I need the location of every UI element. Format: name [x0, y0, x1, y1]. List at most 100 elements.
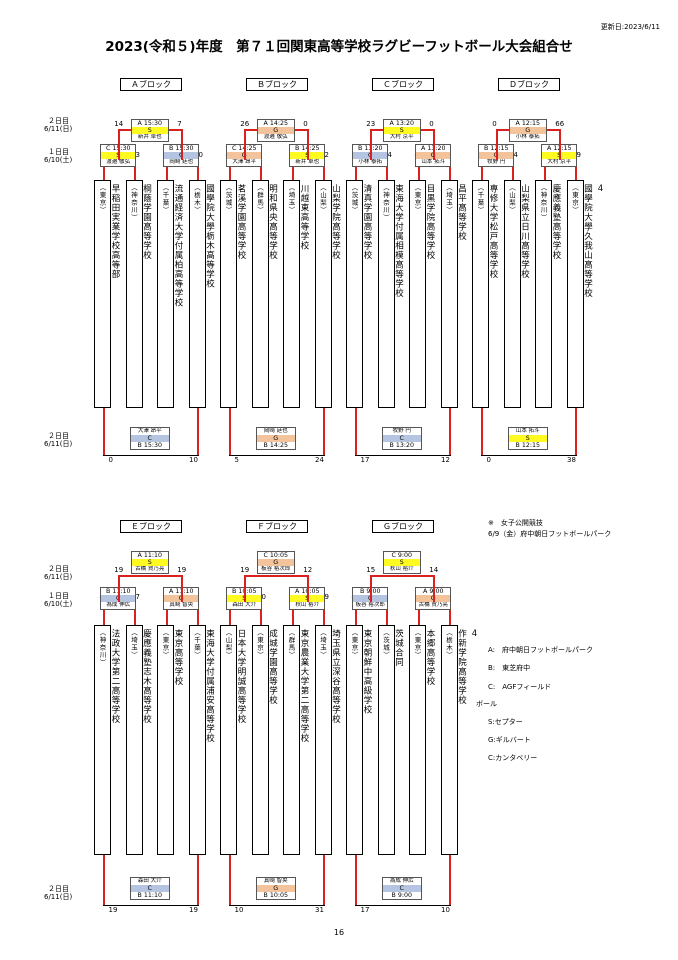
- score: 12: [303, 566, 313, 574]
- team-column[interactable]: 1清真学園高等学校（茨城）: [346, 180, 385, 408]
- team-name: 桐蔭学園高等学校: [141, 184, 152, 260]
- team-prefecture: （東京）: [413, 184, 421, 214]
- score: 15: [366, 566, 376, 574]
- team-prefecture: （東京）: [98, 184, 106, 214]
- team-prefecture: （埼玉）: [444, 184, 453, 214]
- team-name: 山梨県立日川高等学校: [519, 184, 530, 279]
- score: 10: [441, 906, 450, 914]
- team-prefecture: （埼玉）: [129, 629, 138, 659]
- score: 17: [360, 456, 370, 464]
- team-name: 東京高等学校: [173, 629, 183, 686]
- score: 12: [441, 456, 450, 464]
- team-name: 清真学園高等学校: [362, 184, 372, 260]
- team-name: 法政大学第二高等学校: [110, 629, 120, 724]
- score: 0: [429, 120, 434, 128]
- team-column[interactable]: 3流通経済大学付属柏高等学校（千葉）: [157, 180, 196, 408]
- team-column[interactable]: 4埼玉県立深谷高等学校（埼玉）: [314, 625, 354, 855]
- team-column[interactable]: 3東京高等学校（東京）: [157, 625, 196, 855]
- block-header: Ｃブロック: [372, 78, 434, 91]
- team-name: 川越東高等学校: [299, 184, 309, 251]
- day1-date: 6/10(土): [44, 156, 73, 164]
- page-title: 2023(令和５)年度 第７１回関東高等学校ラグビーフットボール大会組合せ: [105, 39, 573, 55]
- team-name: 東海大学付属相模高等学校: [393, 184, 404, 298]
- team-column[interactable]: 1早稲田実業学校高等部（東京）: [94, 180, 133, 408]
- team-prefecture: （埼玉）: [287, 184, 295, 214]
- score: 10: [234, 906, 244, 914]
- score: 14: [114, 120, 124, 128]
- team-prefecture: （東京）: [350, 629, 358, 659]
- ball-g: G:ギルバート: [488, 736, 531, 744]
- team-column[interactable]: 4國學院大學栃木高等学校（栃木）: [188, 180, 228, 408]
- team-column[interactable]: 4山梨学院高等学校（山梨）: [314, 180, 354, 408]
- team-column[interactable]: 1法政大学第二高等学校（神奈川）: [94, 625, 133, 855]
- team-prefecture: （東京）: [570, 184, 579, 214]
- women-note: ※ 女子公開競技: [488, 519, 543, 527]
- team-prefecture: （茨城）: [381, 629, 390, 659]
- block-header: Ｇブロック: [372, 520, 434, 533]
- team-name: 本郷高等学校: [425, 629, 435, 686]
- day1-label: １日目: [48, 592, 69, 600]
- team-column[interactable]: 3慶應義塾高等学校（神奈川）: [535, 180, 574, 408]
- team-prefecture: （千葉）: [192, 629, 201, 659]
- team-name: 國學院大學栃木高等学校: [204, 184, 215, 289]
- team-column[interactable]: 2東海大学付属相模高等学校（神奈川）: [377, 180, 417, 408]
- score: 0: [492, 120, 497, 128]
- score: 19: [114, 566, 124, 574]
- score: 0: [303, 120, 308, 128]
- score: 19: [240, 566, 250, 574]
- team-prefecture: （群馬）: [287, 629, 295, 659]
- team-name: 流通経済大学付属柏高等学校: [173, 184, 183, 308]
- score: 19: [108, 906, 118, 914]
- team-column[interactable]: 2桐蔭学園高等学校（神奈川）: [125, 180, 165, 408]
- page-number: 16: [333, 928, 345, 937]
- team-column[interactable]: 1日本大学明誠高等学校（山梨）: [220, 625, 259, 855]
- team-column[interactable]: 1東京朝鮮中高級学校（東京）: [346, 625, 385, 855]
- day2-date: 6/11(日): [44, 893, 73, 901]
- team-name: 茨城合同: [393, 629, 404, 667]
- ball-heading: ボール: [476, 700, 497, 708]
- team-column[interactable]: 3目黒学院高等学校（東京）: [409, 180, 448, 408]
- team-column[interactable]: 1茗溪学園高等学校（茨城）: [220, 180, 259, 408]
- score: 19: [189, 906, 198, 914]
- team-prefecture: （東京）: [413, 629, 421, 659]
- team-column[interactable]: 3本郷高等学校（東京）: [409, 625, 448, 855]
- day2-label: ２日目: [48, 432, 69, 440]
- score: 10: [189, 456, 198, 464]
- team-column[interactable]: 1専修大学松戸高等学校（千葉）: [472, 180, 511, 408]
- team-column[interactable]: 4東海大学付属浦安高等学校（千葉）: [188, 625, 228, 855]
- score: 17: [360, 906, 370, 914]
- team-name: 埼玉県立深谷高等学校: [330, 629, 341, 724]
- team-column[interactable]: 3東京農業大学第二高等学校（群馬）: [283, 625, 322, 855]
- block-header: Ｅブロック: [120, 520, 182, 533]
- team-prefecture: （茨城）: [224, 184, 232, 214]
- team-column[interactable]: 3川越東高等学校（埼玉）: [283, 180, 322, 408]
- update-date: 更新日:2023/6/11: [600, 23, 660, 31]
- score: 0: [486, 456, 491, 464]
- team-prefecture: （神奈川）: [98, 629, 106, 667]
- team-column[interactable]: 2茨城合同（茨城）: [377, 625, 417, 855]
- team-column[interactable]: 2成城学園高等学校（東京）: [251, 625, 291, 855]
- team-column[interactable]: 2山梨県立日川高等学校（山梨）: [503, 180, 543, 408]
- team-column[interactable]: 2慶應義塾志木高等学校（埼玉）: [125, 625, 165, 855]
- venue-c: C: AGFフィールド: [488, 683, 552, 691]
- team-column[interactable]: 2明和県央高等学校（群馬）: [251, 180, 291, 408]
- team-name: 明和県央高等学校: [267, 184, 278, 260]
- venue-b: B: 東芝府中: [488, 664, 531, 672]
- day2-date: 6/11(日): [44, 573, 73, 581]
- team-name: 早稲田実業学校高等部: [110, 184, 120, 279]
- team-column[interactable]: 4昌平高等学校（埼玉）: [440, 180, 480, 408]
- team-prefecture: （神奈川）: [129, 184, 138, 222]
- score: 31: [315, 906, 324, 914]
- ball-c: C:カンタベリー: [488, 754, 538, 762]
- team-number: 4: [469, 629, 480, 640]
- team-prefecture: （千葉）: [476, 184, 484, 214]
- team-prefecture: （神奈川）: [539, 184, 547, 222]
